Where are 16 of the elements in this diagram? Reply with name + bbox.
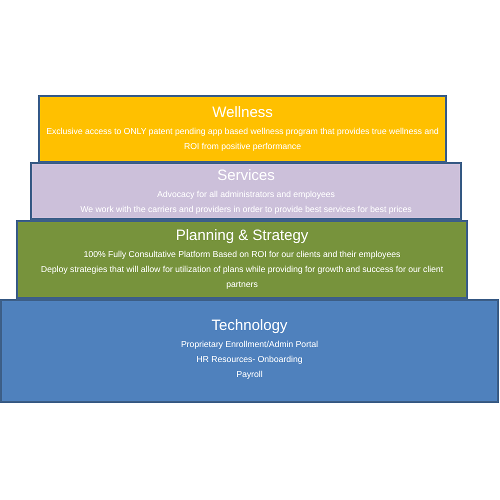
tier-description: Exclusive access to ONLY patent pending app based wellness program that provides true wellness and ROI from positive performance bbox=[46, 125, 439, 153]
tier-description: Payroll bbox=[235, 368, 264, 381]
tier-heading: Services bbox=[216, 167, 276, 185]
tier-description: We work with the carriers and providers in order to provide best services for best prices bbox=[79, 203, 413, 216]
tier-description: HR Resources- Onboarding bbox=[195, 353, 304, 366]
tier-heading: Wellness bbox=[211, 104, 274, 122]
tier-description: 100% Fully Consultative Platform Based on ROI for our clients and their employees bbox=[82, 248, 402, 261]
tier-box bbox=[38, 95, 447, 163]
tier-description: Proprietary Enrollment/Admin Portal bbox=[180, 338, 320, 351]
tier-heading: Technology bbox=[210, 317, 288, 335]
tier-heading: Planning & Strategy bbox=[174, 227, 310, 245]
tier-box bbox=[30, 162, 462, 220]
tier-description: Advocacy for all administrators and employees bbox=[156, 188, 336, 201]
tier-box bbox=[16, 220, 468, 299]
tier-description: Deploy strategies that will allow for utilization of plans while providing for growth and success for our client partners bbox=[40, 263, 444, 291]
tier-box bbox=[0, 299, 499, 403]
